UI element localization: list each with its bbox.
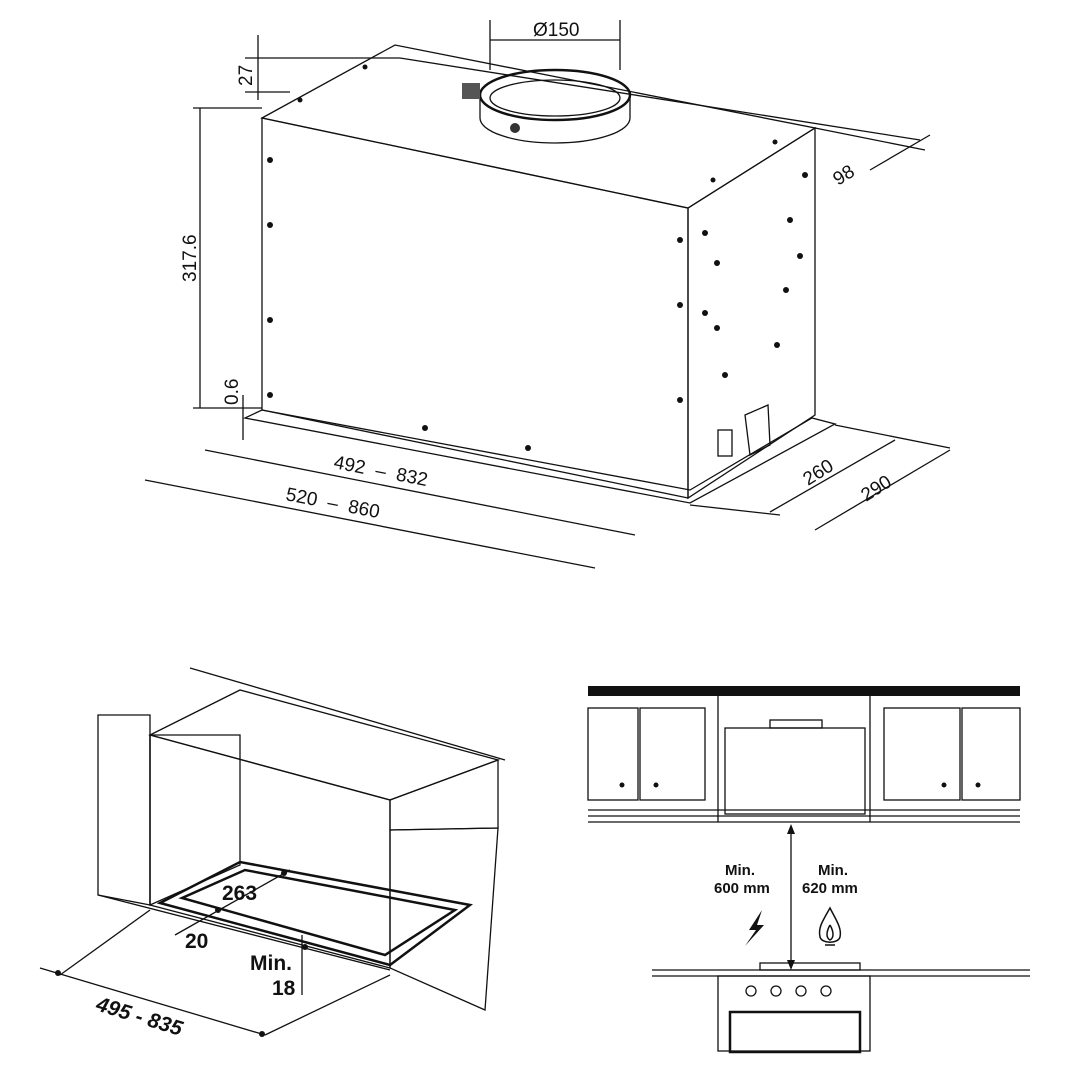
cabinet-cutout [39,667,506,1037]
inner-depth-label: 260 [800,456,838,491]
flame-icon [818,906,842,946]
rear-depth-label: 98 [830,161,859,190]
gas-min-label: Min. [818,862,848,879]
electric-min-label: Min. [725,862,755,879]
screw-holes [267,64,808,451]
min-label: Min. [250,952,292,975]
top-offset-label: 27 [236,65,257,86]
kitchen-elevation [587,686,1030,1054]
hood-front-face [261,117,689,499]
duct-diameter-label: Ø150 [533,20,579,41]
cutout-width-label: 495 - 835 [93,992,186,1040]
hood-dimensions [144,20,951,569]
side-bracket [717,404,771,457]
hood-side-face [687,126,816,500]
edge-offset-label: 20 [185,930,208,953]
cutout-depth-label: 263 [222,882,257,905]
duct-collar [462,68,632,144]
height-label: 317.6 [180,234,201,282]
electric-distance-label: 600 mm [714,880,770,897]
hood-unit [242,44,837,504]
lightning-icon [745,910,764,946]
hood-in-cabinet [724,727,866,815]
plate-thickness-label: 0.6 [222,379,243,405]
min-thickness-label: 18 [272,977,296,1000]
gas-distance-label: 620 mm [802,880,858,897]
